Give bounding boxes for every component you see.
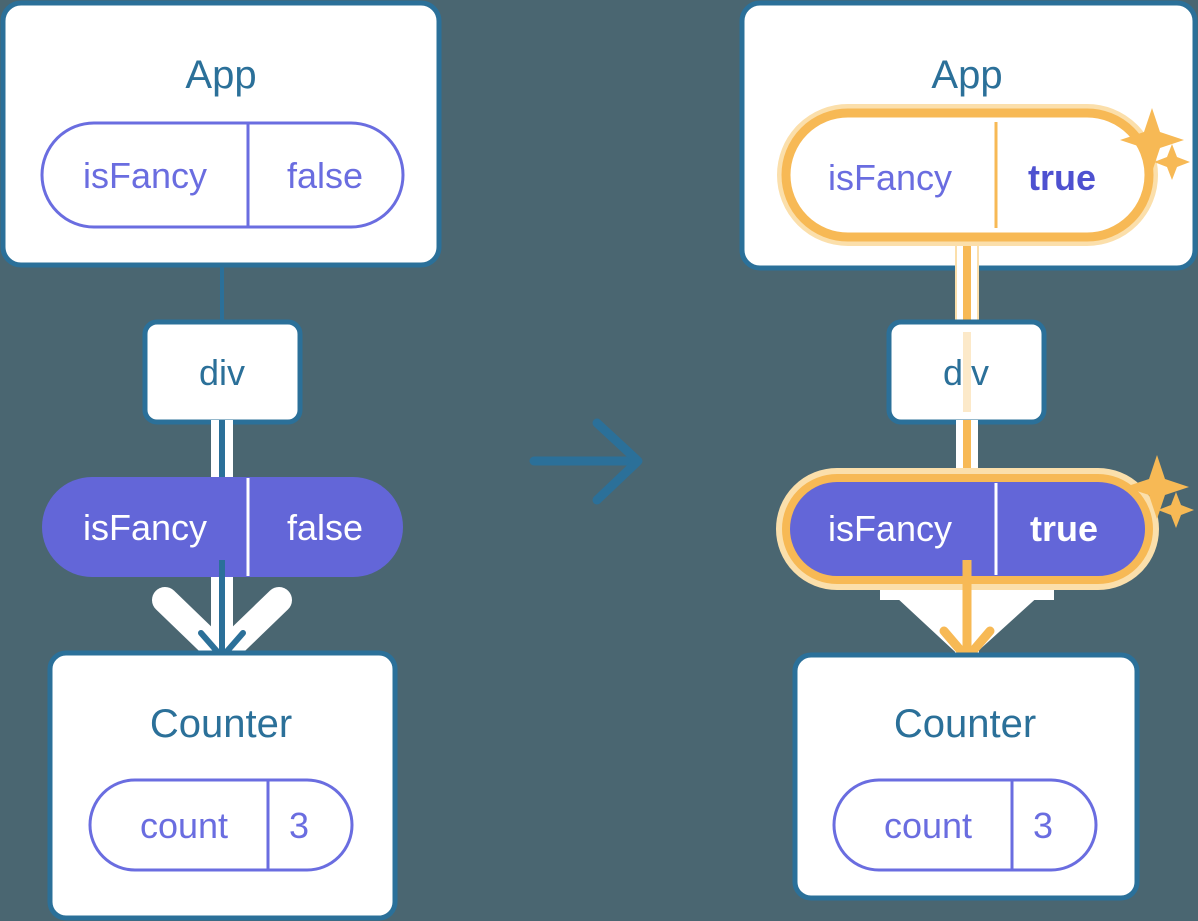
app-state-pill-value-before: false [287, 155, 363, 196]
counter-state-pill-after [832, 778, 1098, 872]
app-state-pill-value-after: true [1028, 157, 1096, 198]
prop-pill-value-after: true [1030, 508, 1098, 549]
counter-state-pill-value-after: 3 [1033, 805, 1053, 846]
sparkle-icon-app-after [1120, 108, 1190, 180]
counter-state-pill-value-before: 3 [289, 805, 309, 846]
app-state-pill-highlight-after [781, 108, 1154, 242]
app-title-before: App [185, 53, 256, 97]
counter-state-pill-key-after: count [884, 805, 972, 846]
panel-after: App isFancy true div [739, 0, 1198, 901]
prop-pill-key-before: isFancy [83, 507, 207, 548]
app-state-pill-key-before: isFancy [83, 155, 207, 196]
counter-title-before: Counter [150, 702, 292, 746]
prop-pill-before [42, 477, 403, 577]
prop-pill-key-after: isFancy [828, 508, 952, 549]
sparkle-icon-prop-after [1125, 455, 1194, 528]
app-title-after: App [931, 53, 1002, 97]
panel-before: App isFancy false div isFancy false Coun… [0, 0, 442, 921]
arrow-right-icon [529, 418, 643, 505]
app-state-pill-key-after: isFancy [828, 157, 952, 198]
counter-title-after: Counter [894, 702, 1036, 746]
counter-state-pill-key-before: count [140, 805, 228, 846]
counter-state-pill-before [88, 778, 354, 872]
app-state-pill-before [40, 121, 405, 229]
div-label-before: div [199, 352, 245, 393]
prop-pill-value-before: false [287, 507, 363, 548]
